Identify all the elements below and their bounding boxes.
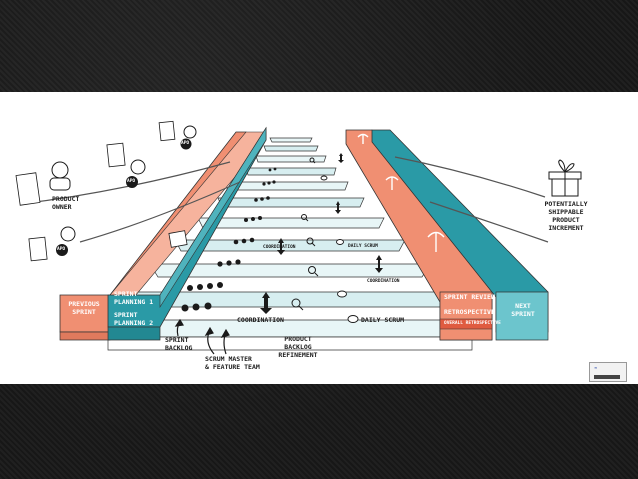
railings bbox=[19, 156, 549, 243]
scrum-diagram-slide: PRODUCT OWNER PREVIOUS SPRINT SPRINT PLA… bbox=[0, 92, 638, 384]
next-sprint-label: NEXT SPRINT bbox=[511, 302, 535, 318]
overall-retrospective-label: OVERALL RETROSPECTIVE bbox=[444, 321, 501, 326]
scrum-master-label: SCRUM MASTER & FEATURE TEAM bbox=[205, 355, 260, 371]
coordination-label-2: COORDINATION bbox=[367, 279, 400, 284]
apo-badge-label: APO bbox=[57, 247, 66, 252]
arrow-icon bbox=[260, 153, 383, 314]
apo-badge-label-2: APO bbox=[127, 179, 136, 184]
apo-badge-label-3: APO bbox=[181, 141, 190, 146]
product-backlog-refinement-label: PRODUCT BACKLOG REFINEMENT bbox=[278, 335, 318, 359]
coordination-label-3: COORDINATION bbox=[263, 245, 296, 250]
arrow-icon bbox=[174, 318, 230, 355]
sprint-backlog-label: SPRINT BACKLOG bbox=[165, 336, 193, 352]
sprint-review-label: SPRINT REVIEW bbox=[444, 293, 495, 301]
daily-scrum-label: DAILY SCRUM bbox=[361, 316, 405, 324]
magnifier-icon bbox=[291, 157, 319, 311]
gift-icon bbox=[548, 159, 582, 197]
potentially-shippable-label: POTENTIALLY SHIPPABLE PRODUCT INCREMENT bbox=[544, 200, 588, 232]
scrum-perspective-diagram bbox=[15, 120, 582, 355]
sprint-planning-2-label: SPRINT PLANNING 2 bbox=[114, 311, 154, 327]
left-teal-wall bbox=[107, 126, 267, 341]
speech-bubble-icon bbox=[320, 175, 359, 323]
sprint-planning-1-label: SPRINT PLANNING 1 bbox=[114, 290, 154, 306]
daily-scrum-label-2: DAILY SCRUM bbox=[348, 244, 378, 249]
license-badge[interactable]: ∞ bbox=[589, 362, 627, 382]
license-logo: ∞ bbox=[594, 365, 598, 370]
product-owner-label: PRODUCT OWNER bbox=[52, 195, 80, 211]
cc-badge bbox=[594, 375, 620, 379]
person-icon bbox=[181, 167, 277, 312]
document-icon bbox=[15, 120, 188, 262]
coordination-label: COORDINATION bbox=[237, 316, 284, 324]
umbrella-icon bbox=[357, 133, 445, 252]
retrospective-label: RETROSPECTIVE bbox=[444, 308, 495, 316]
previous-sprint-label: PREVIOUS SPRINT bbox=[68, 300, 100, 316]
person-icon bbox=[49, 125, 197, 256]
right-teal-wall bbox=[371, 129, 549, 341]
